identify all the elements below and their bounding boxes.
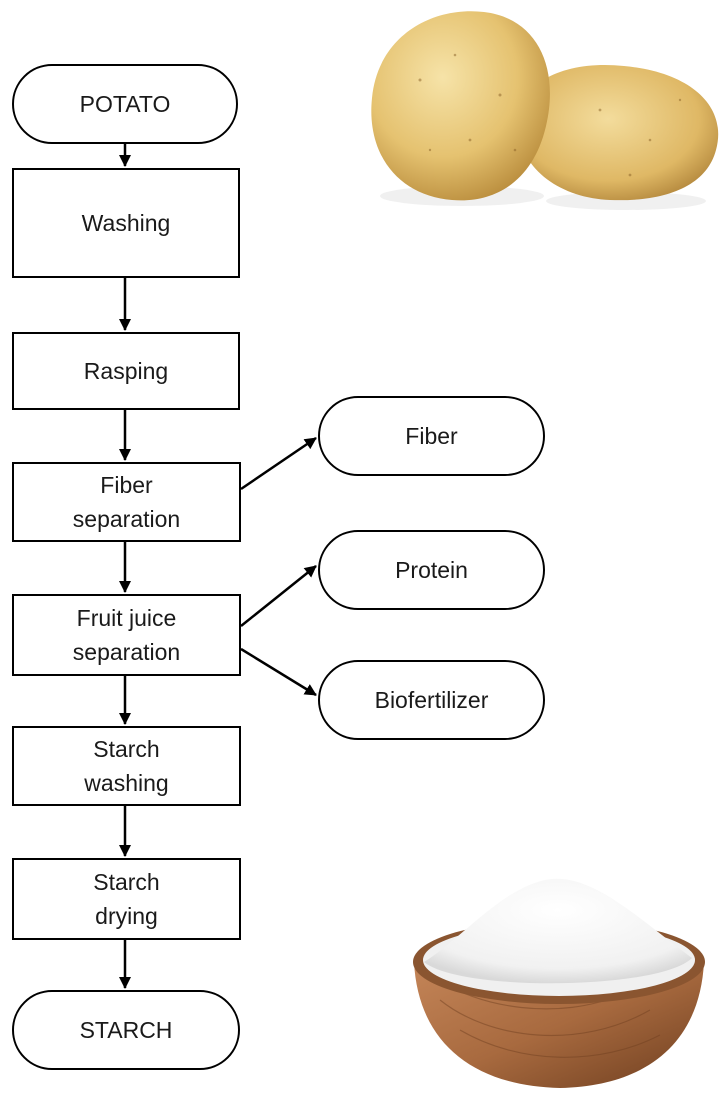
potato-back-icon xyxy=(517,64,719,201)
starch-powder-icon xyxy=(424,878,692,984)
node-starch-washing: Starch washing xyxy=(12,726,241,806)
node-fiber-label: Fiber xyxy=(405,423,458,449)
node-washing: Washing xyxy=(12,168,240,278)
node-starch-label: STARCH xyxy=(79,1017,173,1043)
node-fiber: Fiber xyxy=(318,396,545,476)
node-starch-drying: Starch drying xyxy=(12,858,241,940)
arrow-fruit-juice-separation-to-protein xyxy=(240,565,317,627)
node-fiber-separation-label: Fiber separation xyxy=(72,472,181,532)
node-protein: Protein xyxy=(318,530,545,610)
node-fiber-separation: Fiber separation xyxy=(12,462,241,542)
node-biofertilizer-label: Biofertilizer xyxy=(374,687,489,713)
node-starch-drying-label: Starch drying xyxy=(93,869,160,929)
node-rasping: Rasping xyxy=(12,332,240,410)
node-potato: POTATO xyxy=(12,64,238,144)
node-fruit-juice-separation-label: Fruit juice separation xyxy=(72,605,181,665)
node-fruit-juice-separation: Fruit juice separation xyxy=(12,594,241,676)
node-biofertilizer: Biofertilizer xyxy=(318,660,545,740)
node-potato-label: POTATO xyxy=(79,91,171,117)
starch-bowl-photo xyxy=(413,878,705,1088)
arrow-fiber-separation-to-fiber xyxy=(240,436,317,491)
node-starch-washing-label: Starch washing xyxy=(84,736,169,796)
node-rasping-label: Rasping xyxy=(83,358,169,384)
potato-front-icon xyxy=(371,11,550,201)
arrow-fruit-juice-separation-to-biofertilizer xyxy=(240,647,317,697)
potato-photo xyxy=(371,11,719,210)
node-washing-label: Washing xyxy=(81,210,171,236)
node-protein-label: Protein xyxy=(395,557,468,583)
node-starch: STARCH xyxy=(12,990,240,1070)
